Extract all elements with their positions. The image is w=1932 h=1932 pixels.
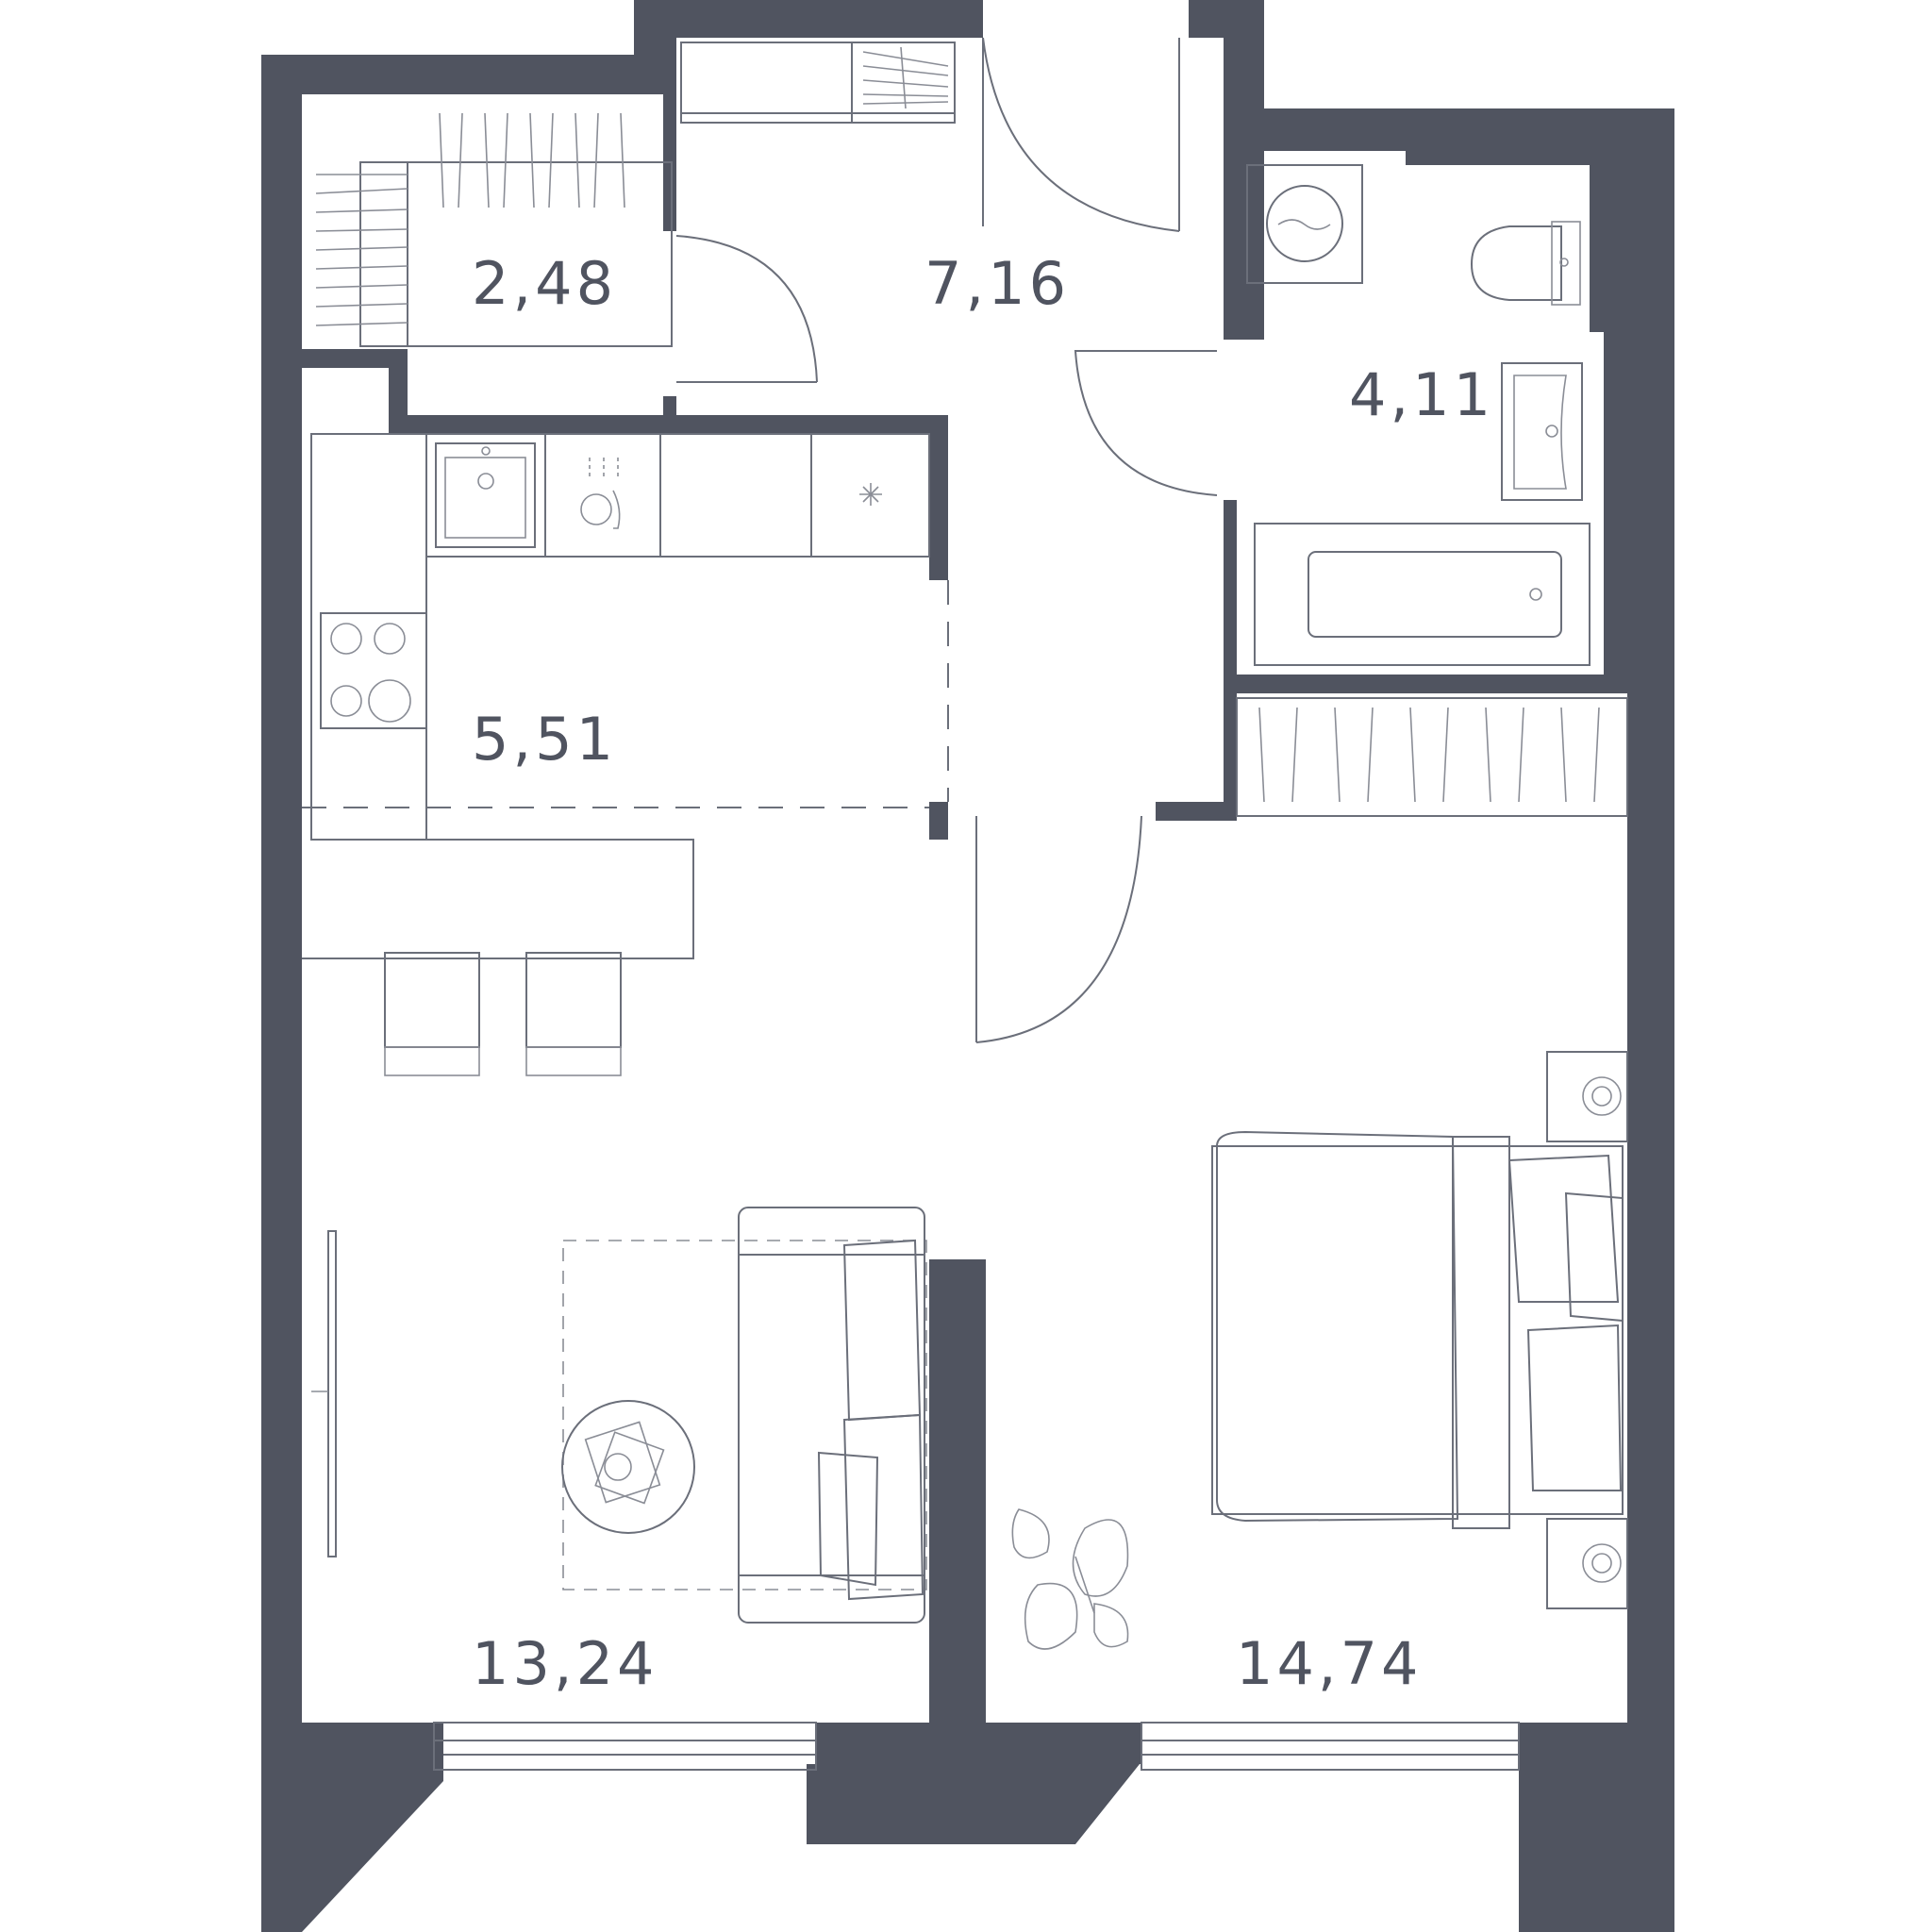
fridge-snowflake-icon <box>859 483 882 506</box>
entrance-door-swing <box>982 37 1180 232</box>
partition-living-bedroom <box>929 1259 986 1769</box>
washing-machine-drum-icon <box>1266 185 1343 262</box>
storage-right-wall-bottom <box>663 396 676 420</box>
washing-machine <box>1246 164 1363 284</box>
bathroom-left-wall-top <box>1224 151 1237 340</box>
bathroom-inner-notch <box>1393 151 1627 340</box>
hallway-wardrobe <box>680 42 956 124</box>
bathroom <box>1246 164 1591 666</box>
area-label-hallway: 7,16 <box>924 249 1070 318</box>
bedroom-wardrobe-hangers <box>1258 707 1600 803</box>
bed-icon <box>1211 1130 1624 1529</box>
plant-icon <box>1011 1508 1129 1650</box>
window-living-room <box>433 1722 817 1771</box>
coffee-table-icon <box>561 1400 695 1534</box>
carpet <box>562 1240 927 1591</box>
living-room <box>311 952 927 1624</box>
kitchen-sink-icon <box>435 442 536 548</box>
bathroom-door-swing <box>1074 350 1218 496</box>
sink-icon <box>1501 362 1583 501</box>
stove-icon <box>320 612 427 729</box>
storage-stub <box>302 349 408 434</box>
kitchen <box>302 433 949 959</box>
outer-wall-top-right <box>1189 0 1674 1932</box>
nightstand-top <box>1546 1051 1628 1142</box>
sofa-icon <box>738 1207 925 1624</box>
area-label-storage: 2,48 <box>472 249 617 318</box>
bar-stool-left <box>384 952 480 1076</box>
bedroom-wardrobe-wall-left <box>1224 693 1237 821</box>
area-label-bathroom: 4,11 <box>1349 360 1494 429</box>
bar-stool-right <box>525 952 622 1076</box>
kitchen-side-counter <box>310 433 427 841</box>
storage-hangers <box>315 112 625 326</box>
outer-wall-left <box>261 0 983 1932</box>
hallway <box>675 37 1218 1043</box>
partition-kitchen-right <box>929 415 948 580</box>
kitchen-island <box>302 557 694 959</box>
windows <box>433 1722 1520 1771</box>
hallway-wardrobe-hangers <box>862 46 949 109</box>
storage-right-wall-top <box>663 38 676 231</box>
toilet-icon <box>1470 225 1562 301</box>
bedroom-door-swing <box>975 815 1142 1043</box>
tv-icon <box>311 1230 337 1557</box>
bathroom-bottom-wall <box>1237 675 1627 693</box>
area-label-living-room: 13,24 <box>472 1629 658 1698</box>
bathroom-right-notch <box>1575 165 1627 675</box>
bedroom-top-left-stub <box>1156 802 1237 821</box>
partition-kitchen-right-lower <box>929 802 948 840</box>
wall-bottom-mid <box>807 1723 1141 1844</box>
area-label-bedroom: 14,74 <box>1236 1629 1423 1698</box>
nightstand-bottom <box>1546 1518 1628 1609</box>
area-label-kitchen: 5,51 <box>472 705 617 774</box>
storage-room <box>315 112 673 347</box>
window-bedroom <box>1141 1722 1520 1771</box>
dishwasher-icon <box>580 458 621 529</box>
walls <box>261 0 1674 1932</box>
bedroom-wardrobe <box>1236 697 1628 817</box>
bathtub-icon <box>1254 523 1591 666</box>
bedroom <box>1011 697 1628 1650</box>
storage-door-swing <box>675 235 818 383</box>
